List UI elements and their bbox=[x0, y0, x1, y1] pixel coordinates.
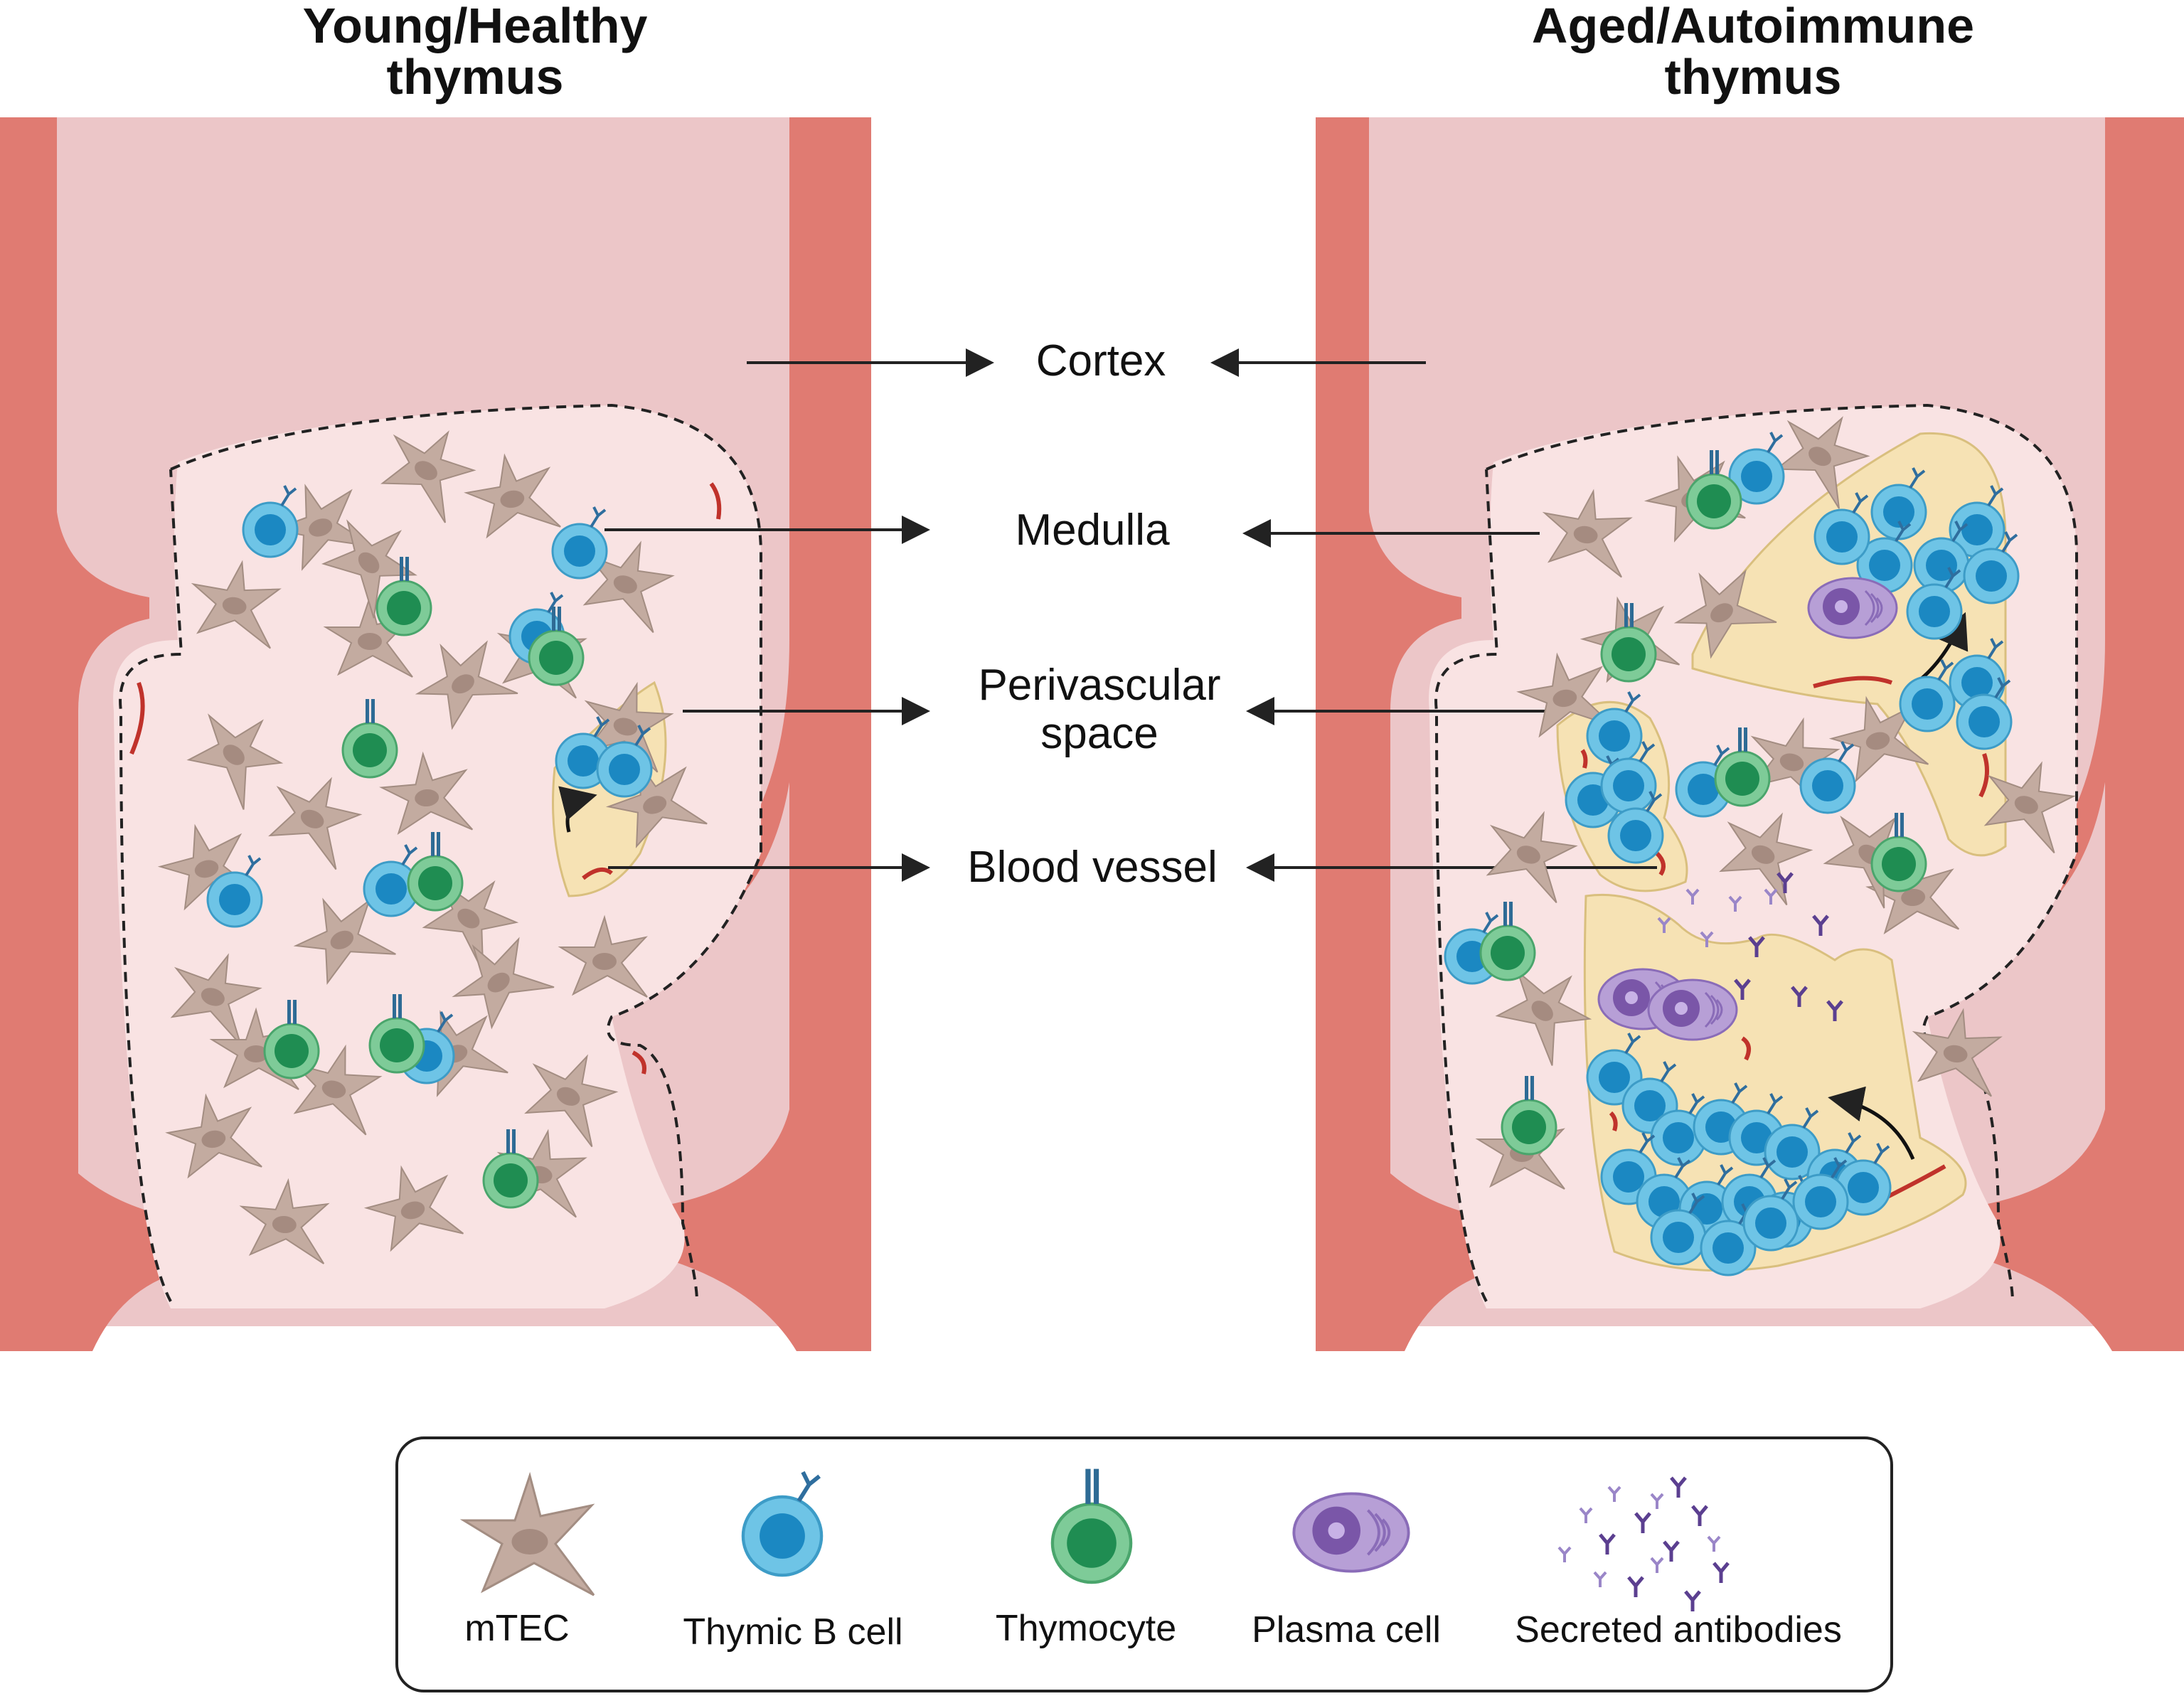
left-capsule-right bbox=[640, 117, 871, 1351]
blood-vessel-label: Blood vessel bbox=[967, 843, 1218, 892]
perivascular-line1: Perivascular bbox=[978, 661, 1221, 710]
right-title-line2: thymus bbox=[1664, 49, 1842, 105]
plasma-cell bbox=[1647, 979, 1738, 1041]
right-capsule-left bbox=[1316, 117, 1525, 1351]
perivascular-line2: space bbox=[1040, 709, 1158, 758]
left-title-line1: Young/Healthy bbox=[302, 0, 648, 53]
legend-label-thymocyte: Thymocyte bbox=[995, 1608, 1177, 1649]
right-title-line1: Aged/Autoimmune bbox=[1531, 0, 1975, 53]
legend-label-antibodies: Secreted antibodies bbox=[1515, 1609, 1842, 1651]
left-title-line2: thymus bbox=[386, 49, 564, 105]
pointer-arrows bbox=[604, 348, 1657, 882]
left-vessel-fragment bbox=[582, 867, 613, 880]
right-thymus-panel bbox=[1316, 117, 2184, 1351]
legend-box bbox=[395, 1436, 1893, 1692]
right-perivascular-upper bbox=[1691, 432, 2007, 857]
cortex-label: Cortex bbox=[1035, 336, 1166, 385]
medulla-label: Medulla bbox=[1015, 506, 1170, 555]
left-thymus-panel bbox=[0, 117, 871, 1351]
left-capsule-left bbox=[0, 117, 213, 1351]
left-medulla-border bbox=[119, 403, 762, 1302]
right-medulla-border bbox=[1434, 403, 2078, 1302]
legend-label-b-cell: Thymic B cell bbox=[683, 1611, 903, 1653]
right-panel-title: Aged/Autoimmune thymus bbox=[1433, 0, 2073, 102]
legend-label-plasma-cell: Plasma cell bbox=[1252, 1609, 1441, 1651]
right-capsule-right bbox=[1956, 117, 2184, 1351]
legend-label-mtec: mTEC bbox=[464, 1608, 570, 1649]
perivascular-label: Perivascular space bbox=[886, 661, 1313, 758]
left-panel-title: Young/Healthy thymus bbox=[155, 0, 795, 102]
plasma-cell bbox=[1807, 577, 1898, 639]
